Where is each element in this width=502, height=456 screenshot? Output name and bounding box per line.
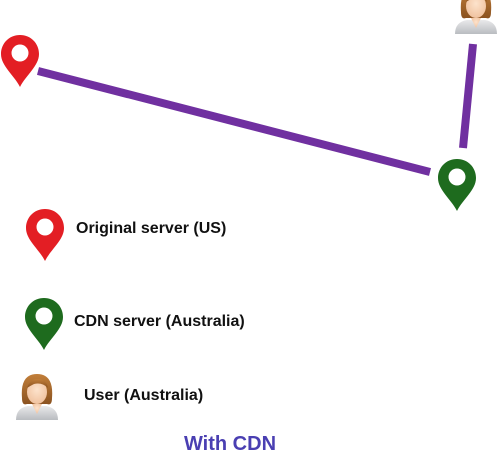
cdn-to-user-connection (459, 43, 477, 149)
legend-cdn-label: CDN server (Australia) (74, 313, 245, 330)
legend-origin-label: Original server (US) (76, 220, 227, 237)
legend-origin-pin-icon (26, 209, 64, 261)
origin-to-cdn-connection (37, 67, 431, 176)
cdn-server-pin-icon (438, 159, 476, 211)
legend-user-label: User (Australia) (84, 387, 204, 404)
user-avatar-icon (455, 0, 497, 34)
legend-user-avatar-icon (16, 374, 58, 420)
cdn-diagram (1, 0, 497, 420)
origin-server-pin-icon (1, 35, 39, 87)
legend-cdn-pin-icon (25, 298, 63, 350)
